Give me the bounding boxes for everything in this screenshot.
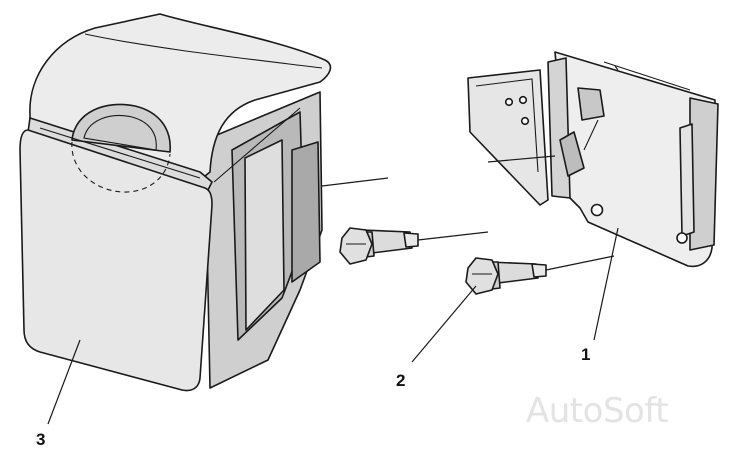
- assembly-lines: [321, 155, 615, 271]
- leader-3: [47, 339, 81, 425]
- part-3-storage-box: [19, 13, 332, 392]
- leader-1: [593, 227, 619, 341]
- part-2-bolt-upper: [339, 227, 419, 265]
- leader-lines: [47, 227, 619, 425]
- watermark: AutoSoft: [526, 391, 668, 431]
- part-1-mounting-bracket: [467, 51, 719, 268]
- leader-2: [411, 285, 477, 363]
- callout-3: 3: [36, 430, 45, 449]
- callout-2: 2: [396, 371, 405, 390]
- part-2-bolt-lower: [465, 257, 547, 295]
- callout-1: 1: [581, 345, 590, 364]
